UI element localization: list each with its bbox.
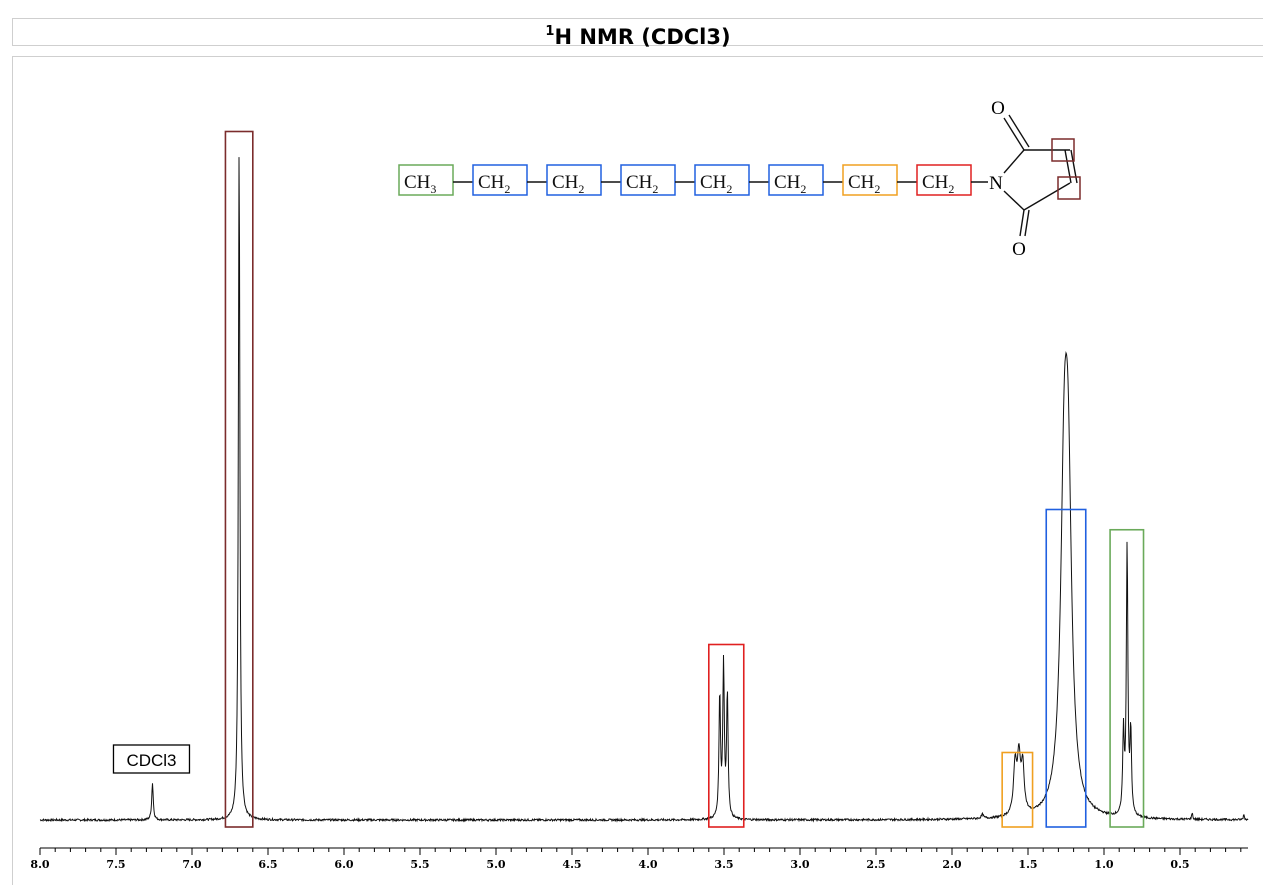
peak-highlight-box-1 xyxy=(707,643,745,828)
molecule-group-1: CH2 xyxy=(472,164,528,196)
group-subscript: 2 xyxy=(874,182,880,196)
molecule-structure: CH3 CH2 CH2 CH2 CH2 CH2 CH2 CH2 N O O xyxy=(398,98,1081,260)
molecule-group-7: CH2 xyxy=(916,164,972,196)
x-tick-label: 6.5 xyxy=(258,858,277,871)
ring-double-bond xyxy=(1064,149,1072,184)
carbonyl-bond xyxy=(1019,209,1025,237)
molecule-group-6: CH2 xyxy=(842,164,898,196)
x-tick-label: 2.5 xyxy=(866,858,885,871)
group-label: CH2 xyxy=(626,172,658,196)
group-box xyxy=(398,164,454,196)
group-subscript: 2 xyxy=(948,182,954,196)
carbonyl-bond xyxy=(1003,117,1025,151)
x-tick-label: 0.5 xyxy=(1170,858,1189,871)
group-subscript: 2 xyxy=(504,182,510,196)
solvent-label-box xyxy=(112,744,191,774)
peak-highlight-box-2 xyxy=(1001,751,1034,828)
group-box xyxy=(842,164,898,196)
nitrogen-atom: N xyxy=(989,173,1003,194)
x-tick-label: 7.0 xyxy=(182,858,201,871)
carbonyl-bond xyxy=(1024,209,1030,237)
group-label: CH2 xyxy=(774,172,806,196)
molecule-group-3: CH2 xyxy=(620,164,676,196)
molecule-group-4: CH2 xyxy=(694,164,750,196)
group-label: CH2 xyxy=(922,172,954,196)
ring-bond xyxy=(1023,182,1071,211)
spectrum-panel xyxy=(12,56,1263,885)
ring-bond xyxy=(1003,190,1025,211)
oxygen-atom-bottom: O xyxy=(1012,239,1026,260)
oxygen-atom-top: O xyxy=(991,98,1005,119)
x-tick-label: 3.5 xyxy=(714,858,733,871)
group-label: CH3 xyxy=(404,172,436,196)
group-subscript: 2 xyxy=(652,182,658,196)
x-tick-label: 1.0 xyxy=(1094,858,1113,871)
ring-bond xyxy=(1003,149,1025,174)
x-tick-label: 6.0 xyxy=(334,858,353,871)
solvent-annotation-0: CDCl3 xyxy=(112,744,191,774)
vinyl-highlight-box xyxy=(1051,138,1075,162)
group-subscript: 2 xyxy=(800,182,806,196)
group-subscript: 3 xyxy=(430,182,436,196)
peak-highlight-box-3 xyxy=(1045,508,1087,828)
group-label: CH2 xyxy=(700,172,732,196)
solvent-label-text: CDCl3 xyxy=(126,751,176,770)
chart-title-bar: 1H NMR (CDCl3) xyxy=(12,18,1263,49)
x-tick-label: 1.5 xyxy=(1018,858,1037,871)
group-label: CH2 xyxy=(848,172,880,196)
x-tick-label: 4.0 xyxy=(638,858,657,871)
molecule-group-0: CH3 xyxy=(398,164,454,196)
peak-highlight-box-0 xyxy=(224,130,254,828)
group-subscript: 2 xyxy=(578,182,584,196)
group-box xyxy=(768,164,824,196)
peak-highlight-box-4 xyxy=(1109,528,1145,828)
carbonyl-bond xyxy=(1008,114,1030,148)
x-tick-label: 8.0 xyxy=(30,858,49,871)
group-box xyxy=(916,164,972,196)
group-box xyxy=(694,164,750,196)
molecule-group-2: CH2 xyxy=(546,164,602,196)
group-box xyxy=(546,164,602,196)
x-tick-label: 5.5 xyxy=(410,858,429,871)
x-tick-label: 5.0 xyxy=(486,858,505,871)
x-tick-label: 3.0 xyxy=(790,858,809,871)
x-tick-label: 4.5 xyxy=(562,858,581,871)
vinyl-highlight-box xyxy=(1057,176,1081,200)
group-subscript: 2 xyxy=(726,182,732,196)
title-text: H NMR (CDCl3) xyxy=(554,25,731,49)
x-tick-label: 7.5 xyxy=(106,858,125,871)
group-label: CH2 xyxy=(478,172,510,196)
x-tick-label: 2.0 xyxy=(942,858,961,871)
spectrum-trace xyxy=(39,157,1249,823)
title-superscript: 1 xyxy=(545,24,555,39)
group-box xyxy=(620,164,676,196)
molecule-group-5: CH2 xyxy=(768,164,824,196)
group-box xyxy=(472,164,528,196)
chart-title: 1H NMR (CDCl3) xyxy=(545,24,731,49)
group-label: CH2 xyxy=(552,172,584,196)
